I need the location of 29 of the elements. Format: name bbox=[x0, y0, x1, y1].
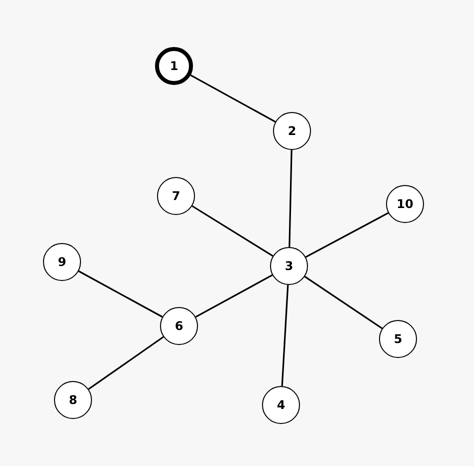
connector-line bbox=[304, 276, 383, 330]
connector-line bbox=[305, 212, 389, 258]
connector-line bbox=[190, 74, 276, 123]
connector-line bbox=[195, 274, 273, 318]
node-circle bbox=[43, 243, 81, 281]
node-number: 9 bbox=[58, 255, 66, 269]
node-number: 5 bbox=[394, 332, 402, 346]
node-circle bbox=[273, 112, 311, 150]
connector-line bbox=[288, 150, 292, 248]
node-number: 3 bbox=[284, 259, 294, 273]
connector-line bbox=[78, 270, 163, 318]
node-circle bbox=[262, 386, 300, 424]
connector-line bbox=[192, 205, 274, 257]
node-circle bbox=[379, 320, 417, 358]
node-circle bbox=[160, 307, 198, 345]
node-circle bbox=[386, 185, 424, 223]
node-circle bbox=[270, 247, 308, 285]
node-number: 7 bbox=[172, 189, 180, 203]
node-number: 2 bbox=[288, 124, 296, 138]
node-number: 8 bbox=[68, 393, 78, 407]
node-number: 10 bbox=[396, 197, 414, 211]
connector-line bbox=[88, 336, 164, 390]
node-circle bbox=[54, 381, 92, 419]
node-number: 6 bbox=[174, 319, 184, 333]
node-circle bbox=[157, 177, 195, 215]
node-number: 4 bbox=[276, 398, 286, 412]
node-number: 1 bbox=[170, 59, 178, 73]
connector-line bbox=[281, 284, 289, 386]
node-circle bbox=[155, 47, 193, 85]
